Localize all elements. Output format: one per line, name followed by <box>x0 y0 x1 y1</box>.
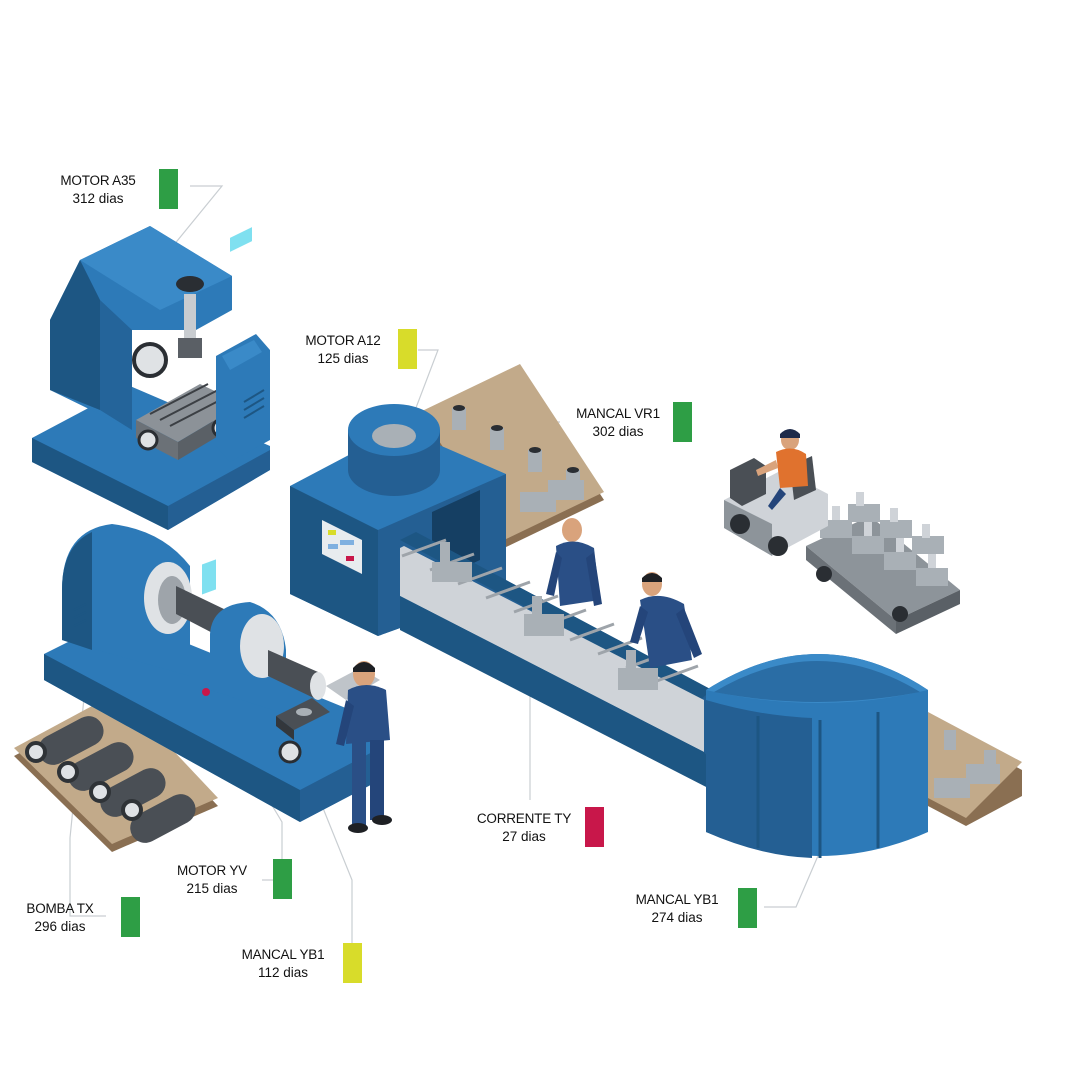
days-remaining: 125 dias <box>317 351 369 366</box>
status-label-mancal-yb1-left: MANCAL YB1 112 dias <box>230 946 336 982</box>
days-remaining: 296 dias <box>34 919 86 934</box>
status-indicator-mancal-yb1-left <box>343 943 362 983</box>
worker-conveyor-1 <box>546 518 602 606</box>
status-indicator-mancal-vr1 <box>673 402 692 442</box>
component-name: BOMBA TX <box>26 901 94 916</box>
status-label-bomba-tx: BOMBA TX 296 dias <box>14 900 106 936</box>
status-label-motor-a35: MOTOR A35 312 dias <box>50 172 146 208</box>
leader-motor-a35 <box>154 185 224 269</box>
component-name: MANCAL YB1 <box>635 892 719 907</box>
component-name: MOTOR YV <box>177 863 247 878</box>
days-remaining: 312 dias <box>72 191 124 206</box>
component-name: MANCAL YB1 <box>241 947 325 962</box>
lathe-machine <box>44 524 380 822</box>
status-label-corrente-ty: CORRENTE TY 27 dias <box>468 810 580 846</box>
status-label-mancal-yb1-right: MANCAL YB1 274 dias <box>624 891 730 927</box>
status-indicator-corrente-ty <box>585 807 604 847</box>
days-remaining: 27 dias <box>502 829 546 844</box>
parts-pallet-back <box>420 364 604 548</box>
status-indicator-motor-yv <box>273 859 292 899</box>
component-name: CORRENTE TY <box>476 811 572 826</box>
status-label-motor-yv: MOTOR YV 215 dias <box>166 862 258 898</box>
status-label-mancal-vr1: MANCAL VR1 302 dias <box>568 405 668 441</box>
pipe-pallet <box>14 692 218 852</box>
milling-machine <box>32 226 270 530</box>
worker-conveyor-2 <box>630 572 702 668</box>
status-indicator-motor-a12 <box>398 329 417 369</box>
status-indicator-bomba-tx <box>121 897 140 937</box>
days-remaining: 274 dias <box>651 910 703 925</box>
component-name: MOTOR A35 <box>60 173 136 188</box>
status-indicator-mancal-yb1-right <box>738 888 757 928</box>
conveyor <box>400 532 712 790</box>
days-remaining: 112 dias <box>257 965 309 980</box>
status-label-motor-a12: MOTOR A12 125 dias <box>297 332 389 368</box>
forklift-cart <box>724 429 960 634</box>
days-remaining: 215 dias <box>186 881 238 896</box>
worker-lathe <box>336 661 392 833</box>
status-indicator-motor-a35 <box>159 169 178 209</box>
end-enclosure <box>706 654 1022 858</box>
days-remaining: 302 dias <box>592 424 644 439</box>
component-name: MOTOR A12 <box>305 333 381 348</box>
component-name: MANCAL VR1 <box>576 406 660 421</box>
